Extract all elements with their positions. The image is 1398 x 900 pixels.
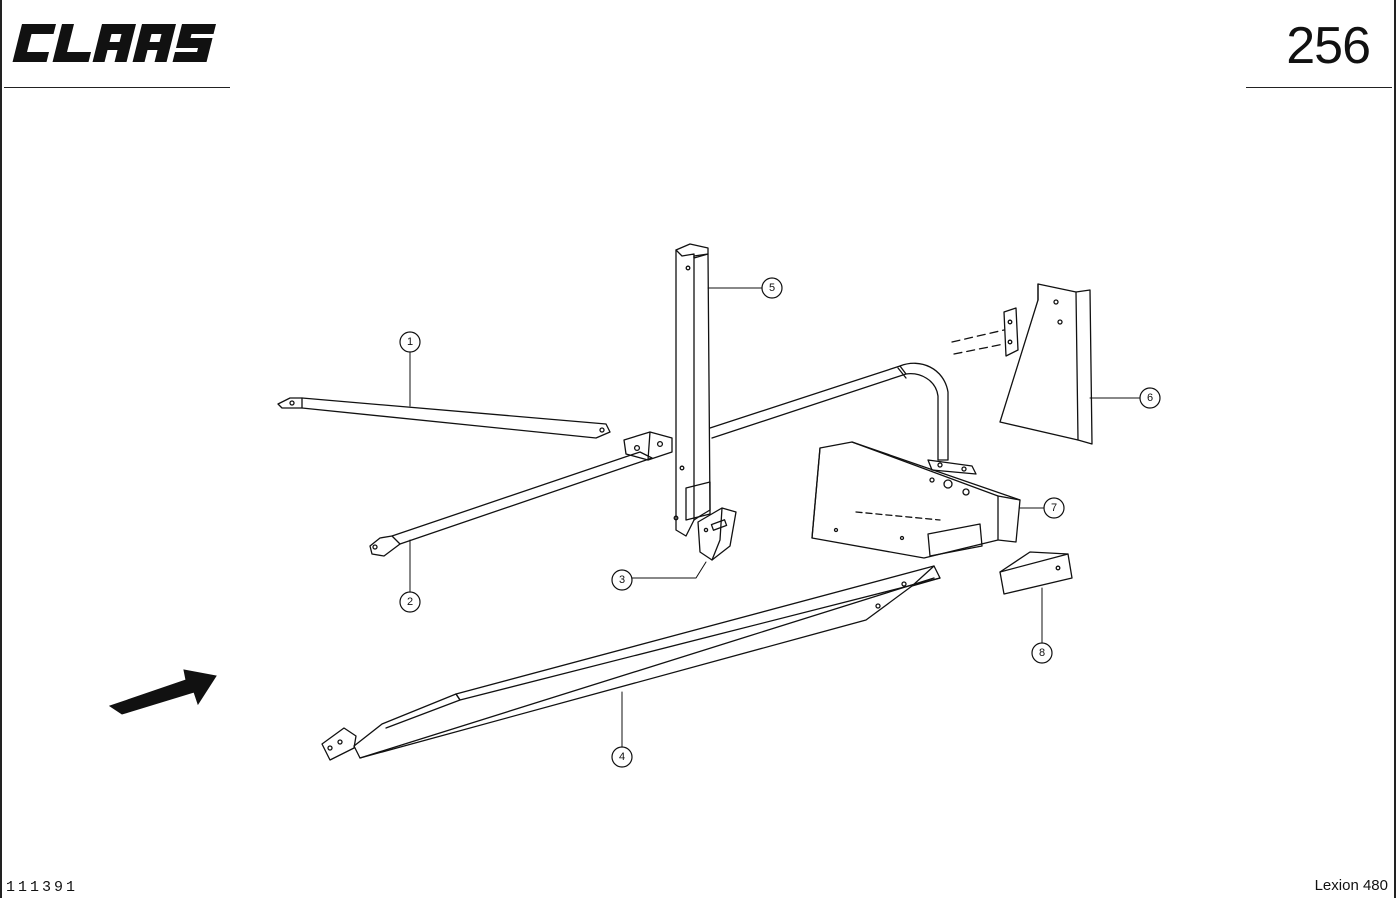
callout-circle-1 — [399, 331, 421, 353]
part-4-side-member — [321, 565, 941, 761]
callout-circle-2 — [399, 591, 421, 613]
page-number-underline — [1246, 87, 1392, 88]
document-number: 111391 — [6, 879, 79, 896]
callout-label-3: 3 — [619, 574, 625, 586]
part-2-strut — [369, 431, 673, 557]
callout-circle-5 — [761, 277, 783, 299]
model-name: Lexion 480 — [1314, 877, 1388, 894]
callout-label-8: 8 — [1039, 647, 1045, 659]
callout-label-5: 5 — [769, 282, 775, 294]
claas-logo — [8, 16, 234, 88]
callout-circle-7 — [1043, 497, 1065, 519]
part-5-upright-post — [673, 243, 711, 537]
callout-circle-3 — [611, 569, 633, 591]
callout-circle-4 — [611, 746, 633, 768]
part-1-strut — [277, 397, 611, 439]
callout-label-4: 4 — [619, 751, 625, 763]
callout-circle-8 — [1031, 642, 1053, 664]
shaft-tube — [709, 362, 977, 475]
part-6-side-guard — [951, 283, 1093, 445]
logo-underline — [4, 87, 230, 88]
callout-label-2: 2 — [407, 596, 413, 608]
part-8-cover-plate — [999, 551, 1073, 595]
part-3-bracket — [697, 507, 737, 561]
leader-lines — [409, 287, 1141, 749]
travel-direction-arrow-icon — [108, 669, 217, 715]
callout-label-1: 1 — [407, 336, 413, 348]
callout-circle-6 — [1139, 387, 1161, 409]
part-7-housing — [811, 441, 1021, 559]
callout-label-7: 7 — [1051, 502, 1057, 514]
callout-label-6: 6 — [1147, 392, 1153, 404]
page-number: 256 — [1286, 17, 1371, 75]
